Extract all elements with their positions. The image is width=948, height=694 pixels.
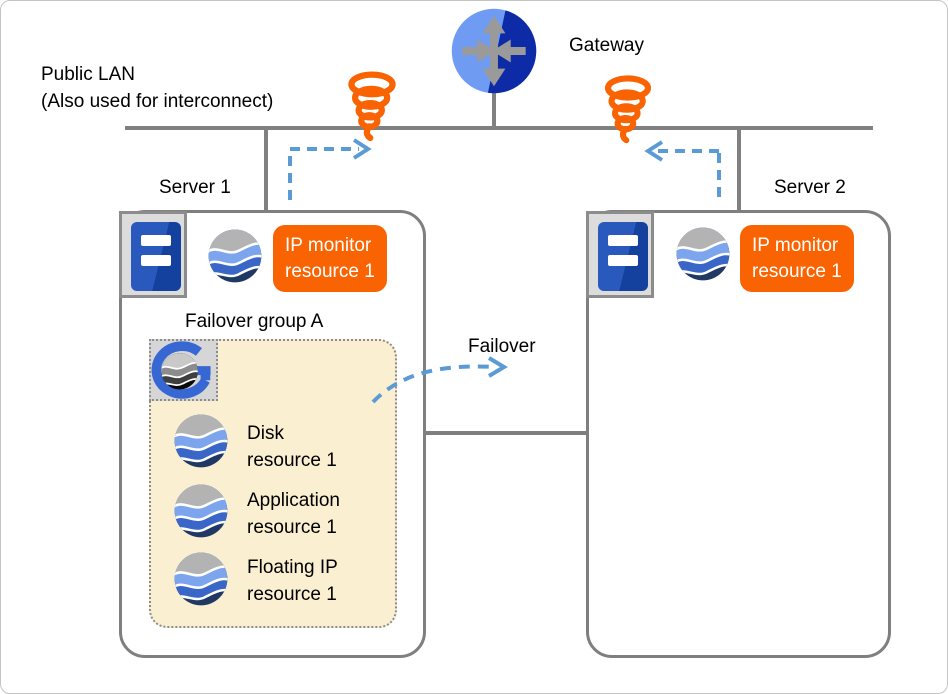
server1-icon-slot1 xyxy=(141,235,171,246)
server2-icon xyxy=(586,211,654,298)
public-lan-line2: (Also used for interconnect) xyxy=(41,91,274,112)
floating-ip-resource-line2: resource 1 xyxy=(247,584,337,605)
server2-icon-body xyxy=(598,222,648,291)
failover-label: Failover xyxy=(468,336,536,357)
server1-ip-monitor-line1: IP monitor xyxy=(285,235,372,256)
public-lan-line1: Public LAN xyxy=(41,64,135,85)
application-resource-icon xyxy=(173,483,229,539)
server1-icon xyxy=(119,211,187,298)
disk-resource-line1: Disk xyxy=(247,423,284,444)
server1-label: Server 1 xyxy=(159,177,231,198)
server2-ip-monitor-label: IP monitor resource 1 xyxy=(740,225,854,292)
public-lan-label: Public LAN (Also used for interconnect) xyxy=(41,61,273,115)
server2-ip-monitor-line1: IP monitor xyxy=(752,235,839,256)
server1-ip-monitor-line2: resource 1 xyxy=(285,261,375,282)
application-resource-label: Application resource 1 xyxy=(247,487,340,541)
application-resource-line1: Application xyxy=(247,490,340,511)
disk-resource-icon xyxy=(173,413,229,469)
network-fault-coil-icon-right xyxy=(599,75,657,148)
server1-monitor-arrow xyxy=(288,138,372,200)
server2-label: Server 2 xyxy=(774,177,846,198)
application-resource-line2: resource 1 xyxy=(247,517,337,538)
server1-ip-monitor-label: IP monitor resource 1 xyxy=(273,225,387,292)
server2-monitor-arrow xyxy=(644,140,721,197)
server2-icon-slot1 xyxy=(608,235,638,246)
network-fault-coil-icon-left xyxy=(343,71,401,146)
floating-ip-resource-label: Floating IP resource 1 xyxy=(247,554,338,608)
disk-resource-line2: resource 1 xyxy=(247,450,337,471)
failover-group-icon xyxy=(149,339,218,401)
server2-ip-monitor-resource-icon xyxy=(675,226,731,282)
server1-icon-body xyxy=(131,222,181,291)
gateway-label: Gateway xyxy=(569,35,644,56)
gateway-router-icon xyxy=(451,8,537,94)
server1-icon-slot2 xyxy=(141,255,171,266)
server1-ip-monitor-resource-icon xyxy=(207,228,263,284)
floating-ip-resource-line1: Floating IP xyxy=(247,557,338,578)
server2-icon-slot2 xyxy=(608,255,638,266)
disk-resource-label: Disk resource 1 xyxy=(247,420,337,474)
floating-ip-resource-icon xyxy=(173,551,229,607)
failover-group-label: Failover group A xyxy=(185,311,324,332)
server2-ip-monitor-line2: resource 1 xyxy=(752,261,842,282)
